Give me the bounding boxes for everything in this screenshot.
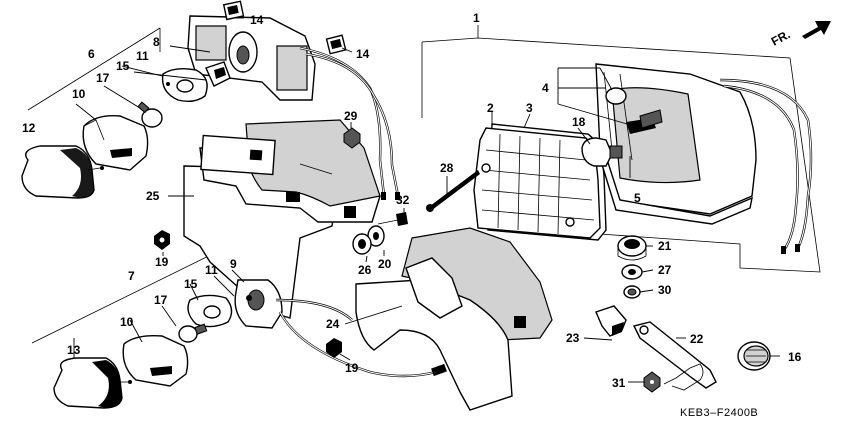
washer-27	[621, 264, 643, 280]
callout-29: 29	[344, 109, 358, 123]
screw-28	[426, 170, 480, 212]
license-light-upper	[187, 15, 400, 200]
callout-8: 8	[153, 35, 160, 49]
callout-25: 25	[146, 189, 160, 203]
hex-nut-19-lower	[326, 338, 342, 358]
grommet-21	[617, 235, 647, 261]
license-bracket-lower	[355, 227, 553, 411]
drawing-code: KEB3–F2400B	[680, 407, 758, 419]
front-direction-label: FR.	[769, 27, 793, 48]
callout-27: 27	[658, 263, 672, 277]
callout-7: 7	[128, 269, 135, 283]
callout-5: 5	[634, 191, 641, 205]
wedge-bulb-upper	[137, 101, 163, 128]
gasket-lower	[187, 294, 233, 328]
license-light-lower-socket	[234, 279, 447, 378]
callout-20: 20	[378, 257, 392, 271]
front-arrow-icon	[802, 21, 831, 39]
callout-26: 26	[358, 263, 372, 277]
wedge-bulb-lower	[178, 323, 208, 343]
reflector-left	[195, 25, 227, 61]
callout-15a: 15	[116, 59, 130, 73]
rear-reflector-16	[737, 341, 771, 371]
callout-12: 12	[22, 121, 36, 135]
reflector-right	[276, 45, 308, 91]
callout-15b: 15	[184, 277, 198, 291]
callout-14b: 14	[356, 47, 370, 61]
tail-lens	[473, 127, 601, 239]
callout-17a: 17	[96, 71, 110, 85]
callout-4: 4	[542, 81, 549, 95]
callout-17b: 17	[154, 293, 168, 307]
stay-23	[595, 305, 627, 337]
bulb-socket-upper	[205, 61, 231, 87]
callout-3: 3	[526, 101, 533, 115]
stay-22	[632, 321, 717, 389]
callout-23: 23	[566, 331, 580, 345]
callout-11b: 11	[205, 263, 218, 277]
nut-29	[343, 127, 361, 149]
grommet-upper-a	[222, 0, 245, 21]
grommet-26	[352, 233, 372, 255]
callout-10b: 10	[120, 315, 134, 329]
nut-30	[623, 285, 641, 299]
callout-2: 2	[487, 101, 494, 115]
hex-nut-19-upper	[154, 230, 170, 250]
callout-14a: 14	[250, 13, 264, 27]
tail-light-housing	[595, 63, 757, 225]
callout-22: 22	[690, 332, 704, 346]
license-light-socket-core	[236, 45, 250, 65]
callout-19a: 19	[155, 255, 169, 269]
callout-1: 1	[473, 11, 480, 25]
callout-32: 32	[396, 193, 410, 207]
callout-6: 6	[88, 47, 95, 61]
turn-signal-upper-lens	[21, 145, 104, 199]
bolt-32	[377, 212, 408, 226]
callout-11a: 11	[136, 49, 149, 63]
callout-30: 30	[658, 283, 672, 297]
reflector-bolt-loop	[663, 363, 704, 391]
callout-16: 16	[788, 350, 802, 364]
leader-lines	[73, 17, 780, 383]
callout-9: 9	[230, 257, 237, 271]
assembly-bracket-lines	[27, 25, 821, 344]
turn-signal-upper-body	[82, 115, 149, 171]
callout-18: 18	[572, 115, 586, 129]
rear-fender-bracket-upper	[183, 119, 381, 319]
bulb-socket-4	[605, 87, 663, 134]
callout-19b: 19	[345, 361, 359, 375]
callout-31: 31	[612, 376, 626, 390]
turn-signal-lower-lens	[53, 357, 132, 409]
gasket-upper	[161, 67, 208, 103]
turn-signal-lower-body	[122, 334, 189, 387]
callout-28: 28	[440, 161, 454, 175]
callout-21: 21	[658, 239, 672, 253]
nut-31	[643, 371, 661, 393]
callout-10a: 10	[72, 87, 86, 101]
callout-24: 24	[326, 317, 340, 331]
tail-light-wiring	[719, 78, 813, 254]
grommet-upper-b	[325, 34, 347, 55]
bulb-18	[581, 137, 623, 167]
front-direction-indicator: FR.	[769, 21, 831, 49]
callout-13: 13	[67, 343, 81, 357]
callout-labels: 1 2 3 4 5 6 7 8 9 10 10 11 11 12 13 14 1…	[22, 11, 802, 390]
